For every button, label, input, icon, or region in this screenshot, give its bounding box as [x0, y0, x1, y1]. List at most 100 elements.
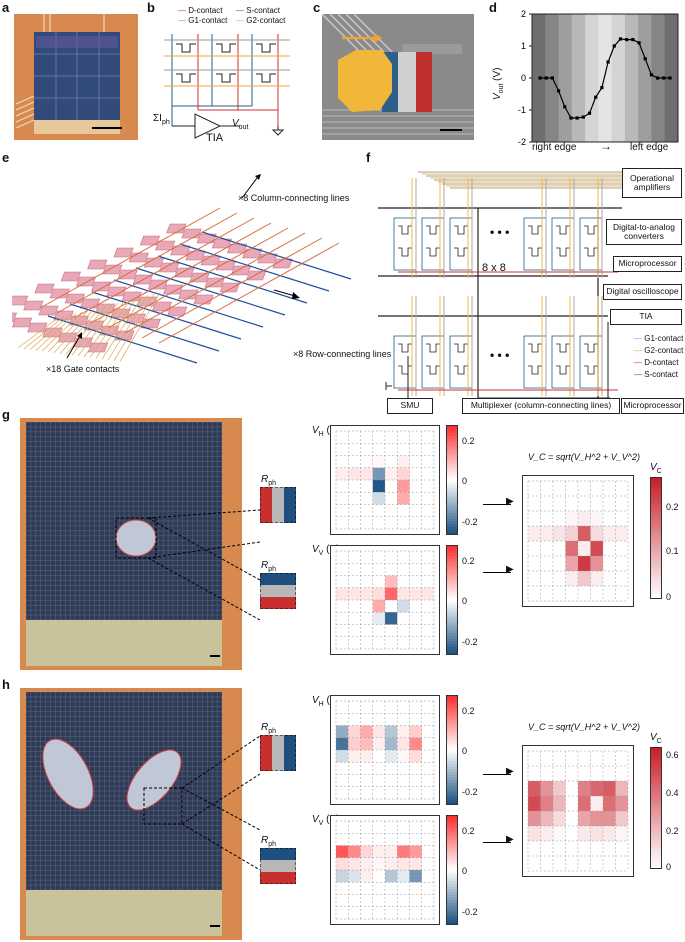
heatmap-cell — [336, 750, 349, 763]
column-line — [90, 222, 272, 324]
colorbar-step — [446, 485, 458, 489]
gate-contact — [35, 313, 77, 351]
column-line — [141, 237, 323, 339]
colorbar-step — [446, 695, 458, 699]
colorbar-step — [650, 859, 662, 864]
column-line — [124, 232, 306, 334]
colorbar-step — [446, 842, 458, 846]
colorbar-step — [446, 733, 458, 737]
h-vv-colorbar — [446, 815, 458, 925]
cell — [449, 217, 473, 271]
heatmap-cell — [565, 571, 578, 586]
heatmap-cell — [397, 750, 410, 763]
colorbar-step — [650, 547, 662, 551]
column-lines-label: ×8 Column-connecting lines — [238, 193, 350, 203]
heatmap-cell — [372, 857, 385, 870]
colorbar-step — [446, 507, 458, 511]
heatmap-cell — [385, 857, 398, 870]
f-legend-d: — D-contact — [634, 358, 679, 367]
heatmap-cell — [590, 811, 603, 826]
heatmap-cell — [615, 826, 628, 841]
cell — [393, 217, 417, 271]
g-vv-label: V — [312, 544, 319, 555]
heatmap-cell — [385, 467, 398, 480]
colorbar-step — [650, 574, 662, 579]
h-arrow-top — [483, 774, 511, 775]
transistor — [426, 225, 440, 257]
pixel-cell — [102, 264, 123, 275]
data-point — [569, 116, 573, 120]
heatmap-cell — [578, 826, 591, 841]
heatmap-cell — [397, 455, 410, 468]
colorbar-step — [650, 829, 662, 833]
data-point — [538, 76, 542, 80]
panel-label-e: e — [2, 150, 10, 165]
data-point — [544, 76, 548, 80]
pixel-cell — [167, 306, 188, 317]
colorbar-step — [446, 834, 458, 838]
cell — [523, 217, 547, 271]
colorbar-step — [650, 538, 662, 542]
colorbar-step — [446, 848, 458, 852]
heatmap-cell — [385, 870, 398, 883]
colorbar-step — [446, 586, 458, 590]
colorbar-step — [446, 711, 458, 715]
colorbar-step — [650, 525, 662, 530]
heatmap-cell — [578, 511, 591, 526]
colorbar-step — [446, 496, 458, 500]
colorbar-step — [650, 795, 662, 800]
microprocessor-box-bottom: Microprocessor — [621, 398, 684, 414]
data-point — [550, 76, 554, 80]
heatmap-cell — [348, 750, 361, 763]
heatmap-cell — [565, 511, 578, 526]
heatmap-cell — [528, 811, 541, 826]
gate-contact — [89, 299, 131, 358]
colorbar-step — [446, 875, 458, 879]
heatmap-cell — [397, 737, 410, 750]
g-rph-pattern-v — [260, 573, 296, 609]
heatmap-cell — [372, 467, 385, 480]
colorbar-step — [446, 477, 458, 481]
heatmap-cell — [615, 796, 628, 811]
colorbar-step — [446, 444, 458, 448]
legend-g1-contact: G1-contact — [188, 16, 228, 25]
row-line — [69, 303, 220, 352]
colorbar-step — [446, 837, 458, 841]
y-tick-label: 1 — [521, 41, 526, 51]
colorbar-step — [650, 823, 662, 827]
g-cb1-tick-02: 0.2 — [462, 436, 475, 446]
gate-contact — [107, 295, 149, 361]
gate-contact — [23, 316, 65, 350]
heatmap-cell — [590, 556, 603, 571]
colorbar-step — [446, 747, 458, 751]
heatmap-cell — [590, 781, 603, 796]
colorbar-step — [650, 550, 662, 554]
pixel-cell — [87, 342, 109, 353]
gate-contact — [41, 311, 83, 352]
heatmap-cell — [360, 845, 373, 858]
heatmap-cell — [397, 870, 410, 883]
colorbar-step — [446, 583, 458, 587]
h-vc-formula: V_C = sqrt(V_H^2 + V_V^2) — [528, 722, 640, 732]
colorbar-step — [446, 633, 458, 637]
colorbar-frame — [446, 425, 458, 535]
data-point — [643, 57, 647, 61]
colorbar-step — [446, 697, 458, 702]
column-line — [73, 217, 255, 319]
h-cb2-tick-0: 0 — [462, 866, 468, 876]
heatmap-cell — [336, 587, 349, 600]
colorbar-step — [650, 865, 662, 869]
row-line — [47, 315, 198, 364]
colorbar-step — [446, 644, 458, 648]
colorbar-step — [446, 430, 458, 434]
colorbar-step — [650, 765, 662, 769]
colorbar-step — [446, 493, 458, 498]
colorbar-step — [446, 438, 458, 443]
row-line — [113, 279, 264, 328]
heatmap-cell — [409, 857, 422, 870]
heatmap-cell — [360, 750, 373, 763]
heatmap-cell — [348, 725, 361, 738]
transistor — [454, 343, 468, 375]
colorbar-step — [650, 789, 662, 794]
colorbar-step — [446, 916, 458, 921]
